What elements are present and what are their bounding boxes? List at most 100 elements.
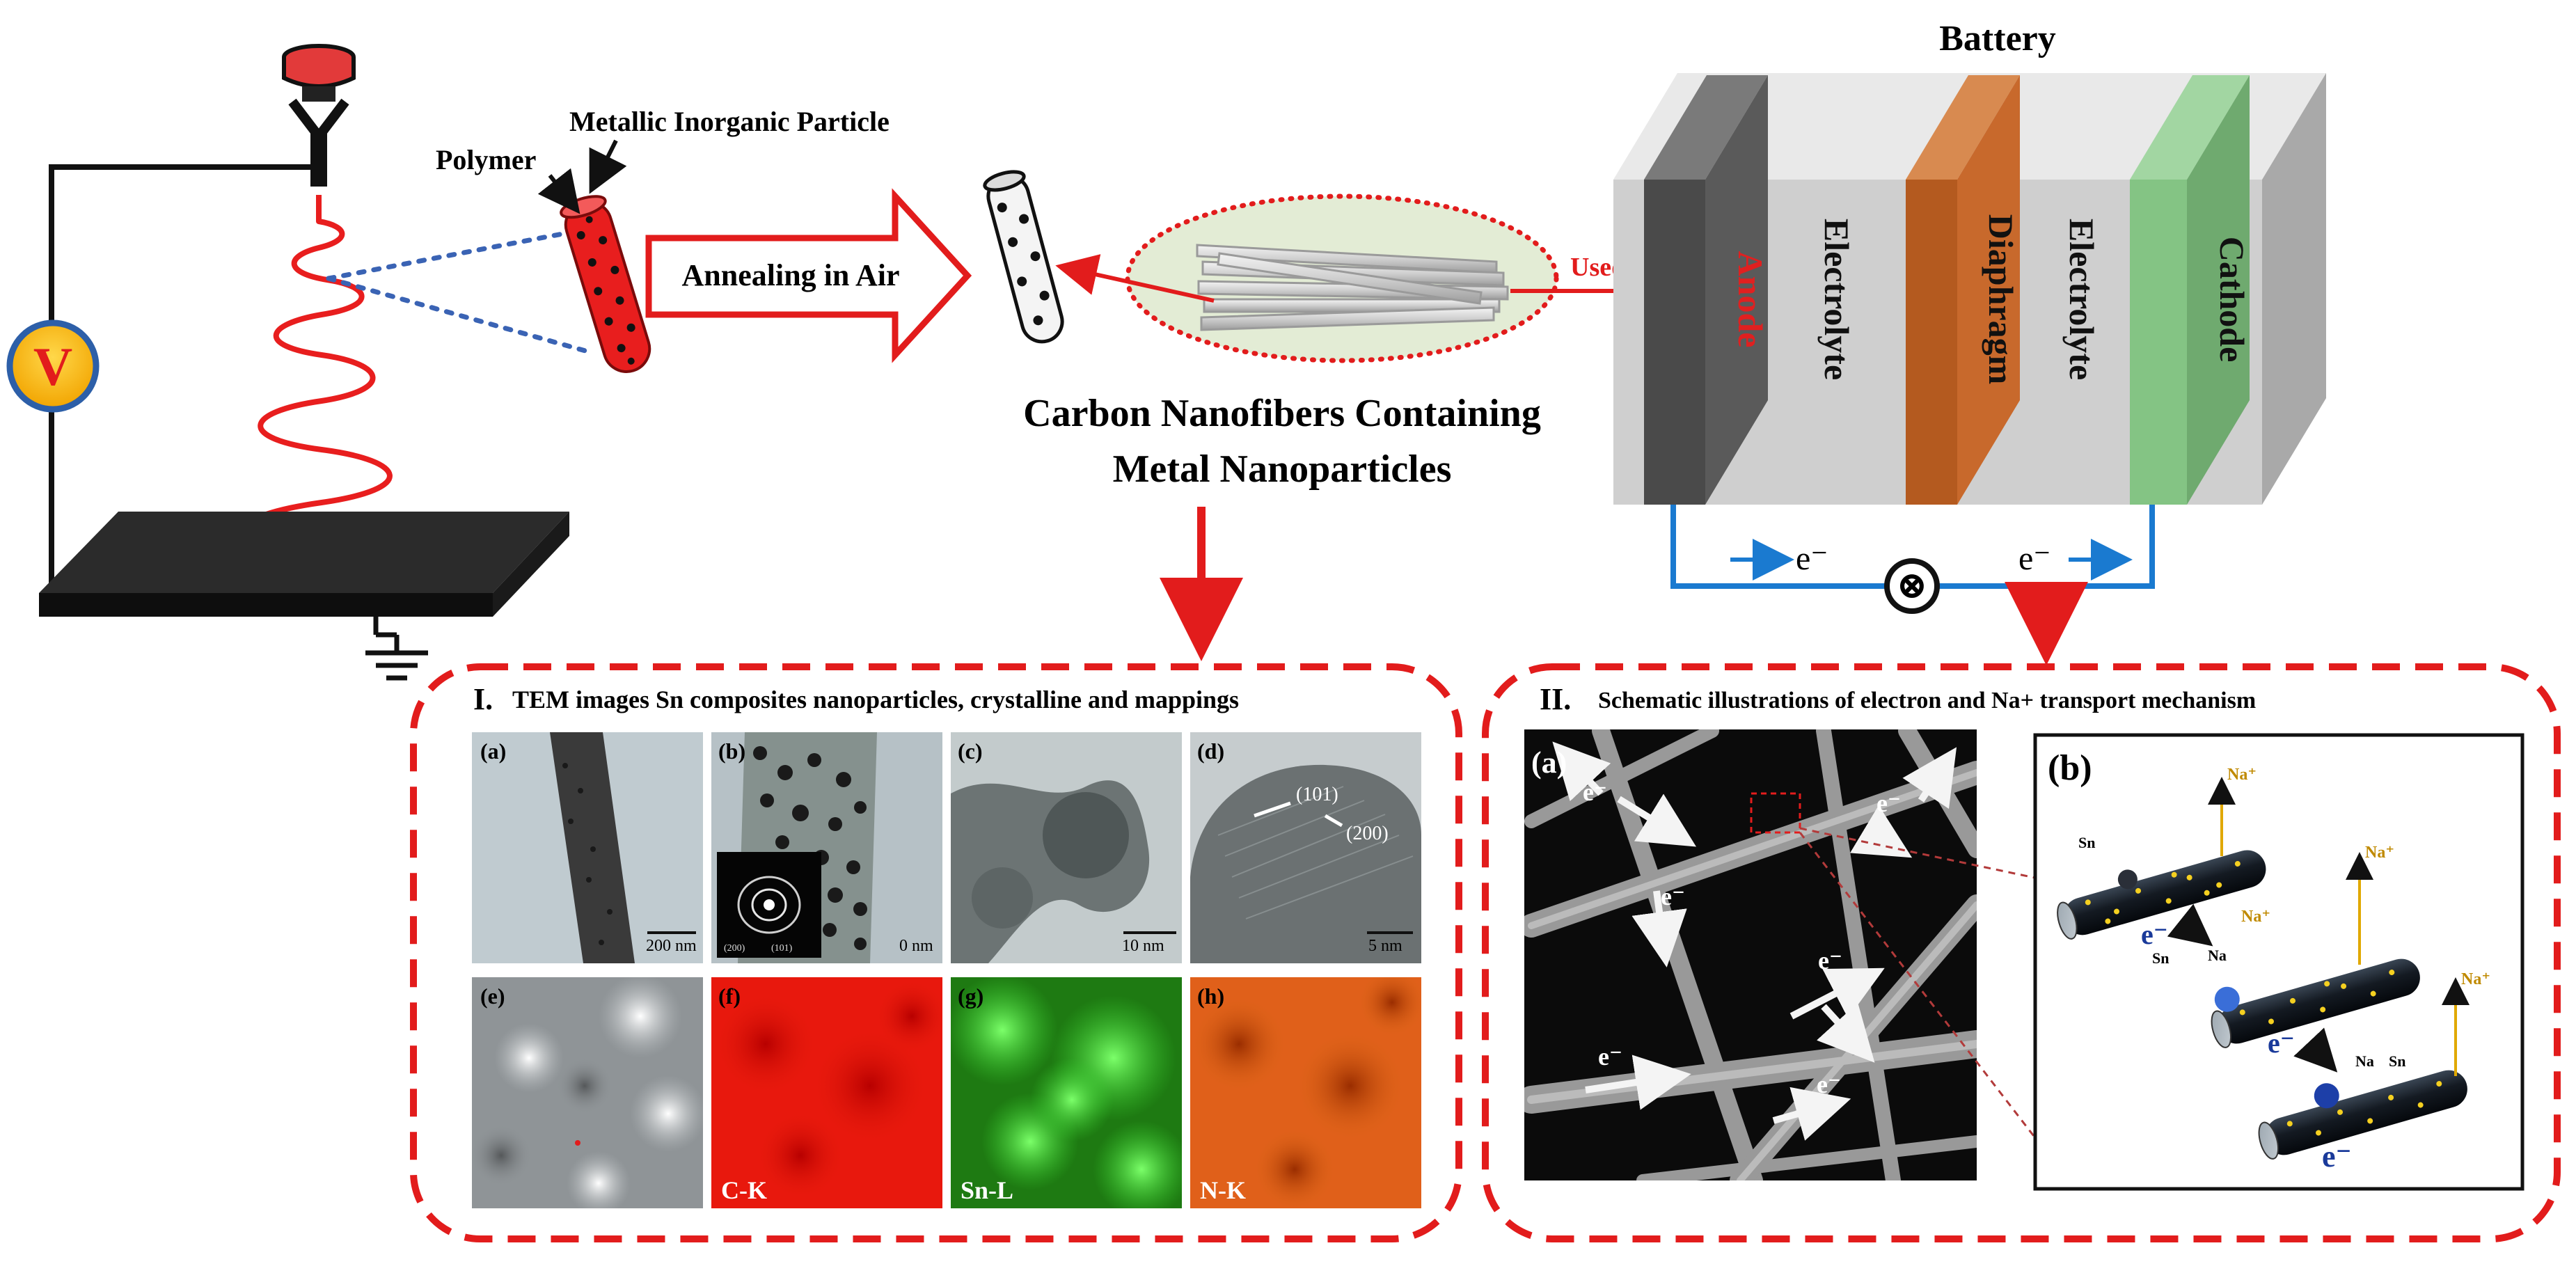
voltage-source-icon: V xyxy=(6,319,100,413)
panel-1: I. TEM images Sn composites nanoparticle… xyxy=(410,663,1462,1242)
load-symbol: ⊗ xyxy=(1896,564,1927,606)
zoom-line-upper xyxy=(1799,827,2039,880)
scale-label-a: 200 nm xyxy=(646,937,697,955)
map-tile-f xyxy=(711,977,942,1208)
panel-2-border xyxy=(1482,663,2561,1242)
particle-arrow xyxy=(589,139,627,194)
tile-tag-f: (f) xyxy=(718,983,741,1009)
polymer-fiber-with-particles xyxy=(560,195,651,373)
tile-tag-d: (d) xyxy=(1197,738,1224,764)
tile-tag-b: (b) xyxy=(718,738,745,764)
polymer-jet xyxy=(239,195,484,569)
tem-tile-b: (200) (101) xyxy=(711,732,942,963)
sem-tag: (a) xyxy=(1531,745,1567,780)
circuit-wire-top xyxy=(49,164,319,331)
schematic-electron-2: e⁻ xyxy=(2268,1027,2295,1059)
battery-layer-anode: Anode xyxy=(1731,251,1770,348)
schematic-electron-3: e⁻ xyxy=(2322,1139,2352,1174)
species-label-5: Sn xyxy=(2389,1052,2405,1070)
zoom-line-top xyxy=(326,231,565,281)
panel-1-border xyxy=(410,663,1462,1242)
sem-electron-label-3: e⁻ xyxy=(1876,789,1901,817)
annealing-label: Annealing in Air xyxy=(682,258,900,292)
map-tile-g xyxy=(951,977,1182,1208)
tem-tile-d: (101) (200) xyxy=(1190,732,1421,963)
nanotube-2 xyxy=(2211,958,2420,1048)
voltage-label: V xyxy=(33,336,72,397)
nanofiber-strands xyxy=(1196,244,1509,331)
inset-label-101: (101) xyxy=(771,943,793,954)
collector-plate xyxy=(39,512,569,617)
plane-label-200: (200) xyxy=(1346,823,1389,844)
electron-label-left: e⁻ xyxy=(1796,540,1828,577)
nanofiber-caption-line2: Metal Nanoparticles xyxy=(1113,448,1452,491)
polymer-arrow xyxy=(537,168,580,214)
tem-tile-c xyxy=(951,732,1182,963)
bundle-to-fiber-arrow xyxy=(1055,254,1215,303)
map-label-c-k: C-K xyxy=(721,1176,767,1204)
ion-label-2: Na⁺ xyxy=(2365,844,2394,862)
map-tile-e xyxy=(472,977,703,1208)
panel-2-title: Schematic illustrations of electron and … xyxy=(1598,688,2256,713)
panel-1-title: TEM images Sn composites nanoparticles, … xyxy=(512,686,1239,713)
nanofiber-caption-line1: Carbon Nanofibers Containing xyxy=(1023,392,1541,435)
map-tile-h xyxy=(1190,977,1421,1208)
battery: Battery Anode Electrolyte Diaphragm Elec… xyxy=(1613,19,2326,614)
load-icon xyxy=(1884,558,1940,614)
species-label-1: Sn xyxy=(2078,834,2095,851)
polymer-label: Polymer xyxy=(436,144,536,175)
sem-electron-label-4: e⁻ xyxy=(1818,947,1842,974)
schematic-electron-1: e⁻ xyxy=(2141,919,2168,950)
sem-electron-label-6: e⁻ xyxy=(1817,1071,1841,1098)
scale-label-d: 5 nm xyxy=(1368,937,1402,955)
map-label-sn-l: Sn-L xyxy=(961,1176,1013,1204)
battery-layer-diaphragm: Diaphragm xyxy=(1982,214,2021,384)
ion-label-3: Na⁺ xyxy=(2241,908,2270,926)
tile-tag-e: (e) xyxy=(480,983,505,1009)
syringe-icon xyxy=(282,44,356,187)
electron-label-right: e⁻ xyxy=(2018,540,2051,577)
step-arrow-1 xyxy=(2167,903,2213,947)
sem-electron-label-1: e⁻ xyxy=(1583,778,1607,806)
step-arrow-2 xyxy=(2293,1027,2338,1073)
ion-label-1: Na⁺ xyxy=(2227,766,2257,784)
ground-icon xyxy=(365,617,428,681)
scale-label-b: 0 nm xyxy=(899,937,933,955)
sem-image: e⁻ e⁻ e⁻ e⁻ e⁻ e⁻ xyxy=(1524,729,1977,1180)
scale-label-c: 10 nm xyxy=(1122,937,1164,955)
annealed-fiber xyxy=(983,170,1064,344)
nanofiber-bundle: Used as xyxy=(1055,193,1677,363)
tile-tag-h: (h) xyxy=(1197,983,1224,1009)
panel-1-number: I. xyxy=(473,682,493,716)
sem-electron-labels: e⁻ e⁻ e⁻ e⁻ e⁻ e⁻ xyxy=(1583,778,1901,1098)
battery-layer-electrolyte-left: Electrolyte xyxy=(1817,219,1856,380)
tile-tag-g: (g) xyxy=(958,983,983,1009)
species-label-3: Sn xyxy=(2152,949,2169,967)
battery-layer-electrolyte-right: Electrolyte xyxy=(2062,219,2101,380)
transport-schematic: (b) Sn Na⁺ e⁻ xyxy=(2033,733,2524,1191)
battery-title: Battery xyxy=(1939,19,2055,58)
tem-tile-a xyxy=(472,732,703,963)
panel-2-number: II. xyxy=(1540,682,1571,716)
zoom-line-bottom xyxy=(326,276,593,355)
zoom-line-lower xyxy=(1799,832,2039,1142)
species-label-4: Na xyxy=(2355,1052,2374,1070)
sem-electron-label-5: e⁻ xyxy=(1598,1043,1622,1071)
ion-label-4: Na⁺ xyxy=(2461,970,2490,988)
nanotube-1 xyxy=(2057,850,2266,940)
battery-layer-cathode: Cathode xyxy=(2213,237,2252,363)
plane-label-101: (101) xyxy=(1296,784,1338,805)
map-label-n-k: N-K xyxy=(1200,1176,1246,1204)
nanotube-3 xyxy=(2258,1070,2467,1160)
particle-label: Metallic Inorganic Particle xyxy=(569,106,890,137)
schematic-tag: (b) xyxy=(2048,748,2092,788)
annealing-arrow: Annealing in Air xyxy=(645,188,972,363)
panel-2: II. Schematic illustrations of electron … xyxy=(1482,663,2561,1242)
sem-electron-label-2: e⁻ xyxy=(1661,883,1685,910)
sem-electron-arrows xyxy=(1552,741,1957,1141)
species-label-2: Na xyxy=(2208,947,2227,964)
tile-tag-c: (c) xyxy=(958,738,983,764)
tile-tag-a: (a) xyxy=(480,738,506,764)
